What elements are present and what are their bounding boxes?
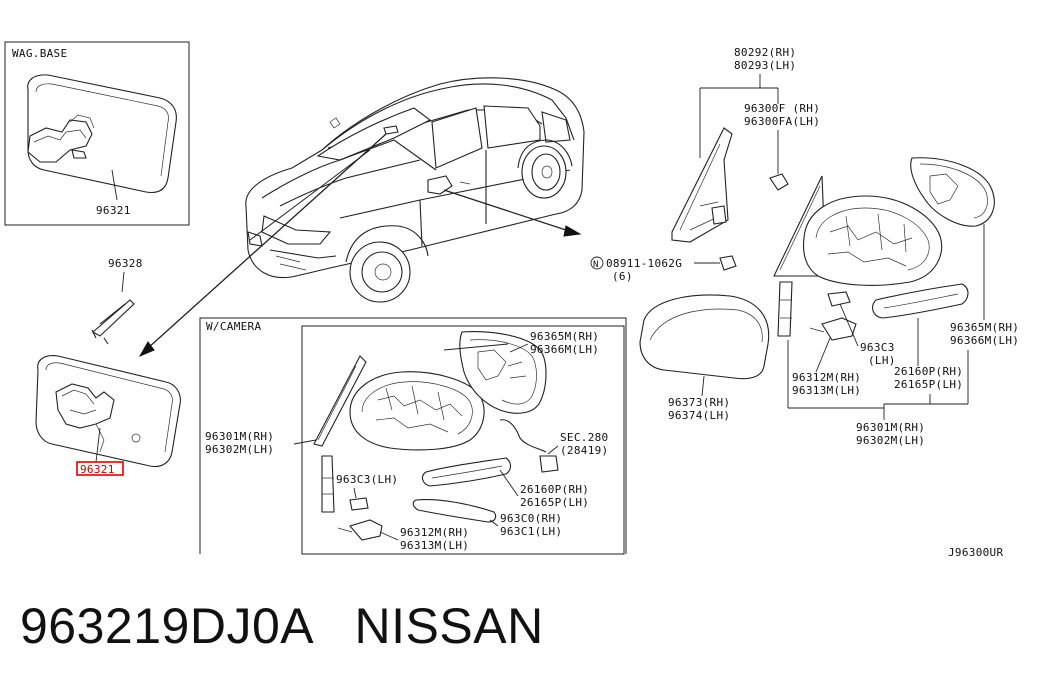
label-26165p: 26165P(LH) xyxy=(894,378,963,391)
label-96366m: 96366M(LH) xyxy=(950,334,1019,347)
w-camera-labels: 96365M(RH) 96366M(LH) 96301M(RH) 96302M(… xyxy=(205,330,608,552)
label-80293: 80293(LH) xyxy=(734,59,796,72)
wag-base-title: WAG.BASE xyxy=(12,47,67,60)
label-08911: 08911-1062G xyxy=(606,257,682,270)
n-marker: N xyxy=(593,260,599,270)
label-96328: 96328 xyxy=(108,257,143,270)
part-96328-group: 96328 xyxy=(91,257,143,345)
label-96302m: 96302M(LH) xyxy=(856,434,925,447)
caption-part-number: 963219DJ0A xyxy=(20,598,312,654)
label-96321-highlight: 96321 xyxy=(80,463,115,476)
cam-label-96301m: 96301M(RH) xyxy=(205,430,274,443)
diagram-code: J96300UR xyxy=(948,546,1003,559)
w-camera-mirror-assembly xyxy=(313,331,559,541)
label-96374: 96374(LH) xyxy=(668,409,730,422)
wag-base-part-label: 96321 xyxy=(96,204,131,217)
label-96365m: 96365M(RH) xyxy=(950,321,1019,334)
pointer-arrows xyxy=(138,133,582,358)
vehicle-illustration xyxy=(245,77,585,303)
cam-label-sec280: SEC.280 xyxy=(560,431,608,444)
mirror-camera-illustration xyxy=(35,355,181,468)
label-963c3-side: (LH) xyxy=(868,354,896,367)
highlight-box-96321 xyxy=(76,461,124,476)
cam-label-963c0: 963C0(RH) xyxy=(500,512,562,525)
label-96373: 96373(RH) xyxy=(668,396,730,409)
label-96300f: 96300F (RH) xyxy=(744,102,820,115)
right-labels: 80292(RH) 80293(LH) 96300F (RH) 96300FA(… xyxy=(590,46,1019,559)
cam-label-96313m: 96313M(LH) xyxy=(400,539,469,552)
part-caption: 963219DJ0A NISSAN xyxy=(20,597,544,655)
label-26160p: 26160P(RH) xyxy=(894,365,963,378)
mirror-wag-base-illustration xyxy=(27,74,177,194)
cam-label-963c3: 963C3(LH) xyxy=(336,473,398,486)
label-96312m: 96312M(RH) xyxy=(792,371,861,384)
cam-label-963c1: 963C1(LH) xyxy=(500,525,562,538)
cam-label-96302m: 96302M(LH) xyxy=(205,443,274,456)
label-96300fa: 96300FA(LH) xyxy=(744,115,820,128)
cam-label-28419: (28419) xyxy=(560,444,608,457)
cam-label-96366m: 96366M(LH) xyxy=(530,343,599,356)
wag-base-box: WAG.BASE 96321 xyxy=(4,41,190,226)
cam-label-26165p: 26165P(LH) xyxy=(520,496,589,509)
w-camera-title: W/CAMERA xyxy=(206,320,261,333)
caption-brand: NISSAN xyxy=(354,598,544,654)
label-08911-qty: (6) xyxy=(612,270,633,283)
cam-label-26160p: 26160P(RH) xyxy=(520,483,589,496)
w-camera-box: W/CAMERA xyxy=(199,317,627,555)
label-96313m: 96313M(LH) xyxy=(792,384,861,397)
label-80292: 80292(RH) xyxy=(734,46,796,59)
cam-label-96312m: 96312M(RH) xyxy=(400,526,469,539)
label-963c3: 963C3 xyxy=(860,341,895,354)
label-96301m: 96301M(RH) xyxy=(856,421,925,434)
cam-label-96365m: 96365M(RH) xyxy=(530,330,599,343)
door-mirror-assembly xyxy=(639,127,995,380)
